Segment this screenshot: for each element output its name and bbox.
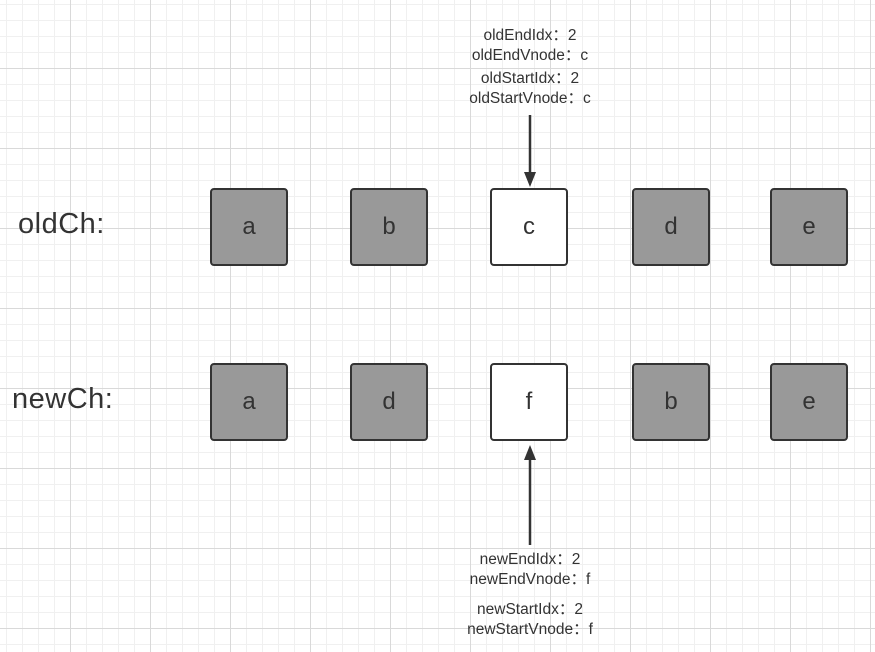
- old-start-vnode-label: oldStartVnode：c: [469, 90, 591, 107]
- new-node-1: d: [350, 363, 428, 441]
- new-start-idx-label: newStartIdx：2: [477, 601, 583, 618]
- old-node-1-text: b: [382, 213, 396, 240]
- old-end-vnode-label: oldEndVnode：c: [471, 47, 589, 64]
- new-end-annotation: newEndIdx：2 newEndVnode：f: [430, 550, 630, 590]
- old-node-0-text: a: [242, 213, 256, 240]
- old-node-3-text: d: [664, 213, 678, 240]
- old-start-annotation: oldStartIdx：2 oldStartVnode：c: [430, 69, 630, 109]
- new-node-3: b: [632, 363, 710, 441]
- old-start-idx-label: oldStartIdx：2: [480, 70, 580, 87]
- new-node-4: e: [770, 363, 848, 441]
- old-node-0: a: [210, 188, 288, 266]
- new-end-idx-label: newEndIdx：2: [479, 551, 581, 568]
- new-node-4-text: e: [802, 388, 816, 415]
- old-node-4-text: e: [802, 213, 816, 240]
- old-node-4: e: [770, 188, 848, 266]
- new-end-vnode-label: newEndVnode：f: [469, 571, 591, 588]
- new-node-0: a: [210, 363, 288, 441]
- new-node-2: f: [490, 363, 568, 441]
- new-start-vnode-label: newStartVnode：f: [467, 621, 593, 638]
- new-start-annotation: newStartIdx：2 newStartVnode：f: [430, 600, 630, 640]
- new-node-0-text: a: [242, 388, 256, 415]
- old-node-3: d: [632, 188, 710, 266]
- old-children-label: oldCh:: [18, 208, 105, 240]
- new-node-2-text: f: [525, 388, 533, 415]
- old-node-2: c: [490, 188, 568, 266]
- new-node-1-text: d: [382, 388, 396, 415]
- old-end-idx-label: oldEndIdx：2: [483, 27, 577, 44]
- new-pointer-arrowhead: [524, 445, 536, 460]
- old-node-2-text: c: [523, 213, 535, 240]
- new-node-3-text: b: [664, 388, 678, 415]
- new-children-label: newCh:: [12, 383, 114, 415]
- old-node-1: b: [350, 188, 428, 266]
- old-end-annotation: oldEndIdx：2 oldEndVnode：c: [430, 26, 630, 66]
- old-pointer-arrowhead: [524, 172, 536, 187]
